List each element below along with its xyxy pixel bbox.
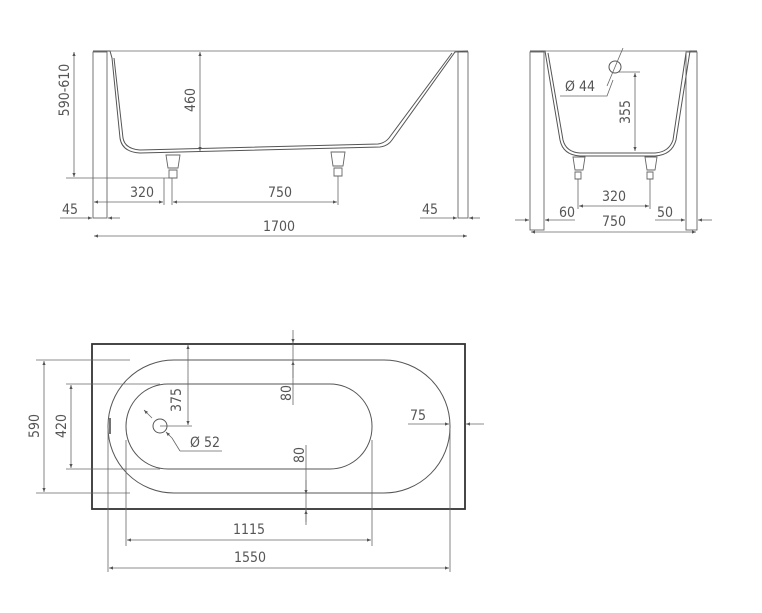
dim-total-height: 590-610 (57, 64, 73, 117)
end-left-leg (572, 156, 586, 180)
end-right-leg (644, 156, 658, 180)
left-leg (165, 154, 181, 179)
dim-leg-spacing: 750 (268, 185, 292, 201)
dim-inner-length: 1115 (233, 522, 265, 538)
left-panel (92, 51, 108, 219)
side-view: 590-610 460 320 750 45 45 1700 (57, 50, 480, 238)
dim-rim-bottom: 80 (292, 447, 308, 463)
dim-end-left-panel: 60 (559, 205, 575, 221)
top-view: Ø 52 590 420 375 80 80 75 1115 1550 (27, 330, 484, 572)
dim-rim-top: 80 (279, 385, 295, 401)
right-leg (330, 151, 346, 177)
dim-inner-width: 420 (54, 414, 70, 438)
tub-profile (93, 50, 469, 154)
right-panel (457, 51, 469, 219)
dim-inner-depth: 460 (183, 88, 199, 112)
end-tub-profile (530, 50, 697, 157)
dim-total-width: 750 (602, 214, 626, 230)
dim-end-leg-spacing: 320 (602, 189, 626, 205)
dim-outer-length: 1550 (234, 550, 266, 566)
dim-end-right-panel: 50 (657, 205, 673, 221)
inner-oval (125, 383, 373, 470)
dim-overflow-diameter: Ø 44 (565, 79, 595, 95)
dim-drain-leg-offset: 320 (130, 185, 154, 201)
dim-right-panel: 45 (422, 202, 438, 218)
dim-total-length: 1700 (263, 219, 295, 235)
end-view: Ø 44 355 320 60 50 750 (515, 47, 712, 234)
dim-left-panel: 45 (62, 202, 78, 218)
dim-overflow-height: 355 (618, 100, 634, 124)
top-outline (91, 343, 466, 510)
end-left-panel (529, 51, 545, 231)
dim-drain-diameter: Ø 52 (190, 435, 220, 451)
dim-outer-width: 590 (27, 414, 43, 438)
end-right-panel (685, 51, 698, 231)
overflow-hole (608, 60, 622, 74)
dim-drain-position: 375 (169, 388, 185, 412)
dim-rim-end: 75 (410, 408, 426, 424)
outer-oval (107, 359, 451, 494)
